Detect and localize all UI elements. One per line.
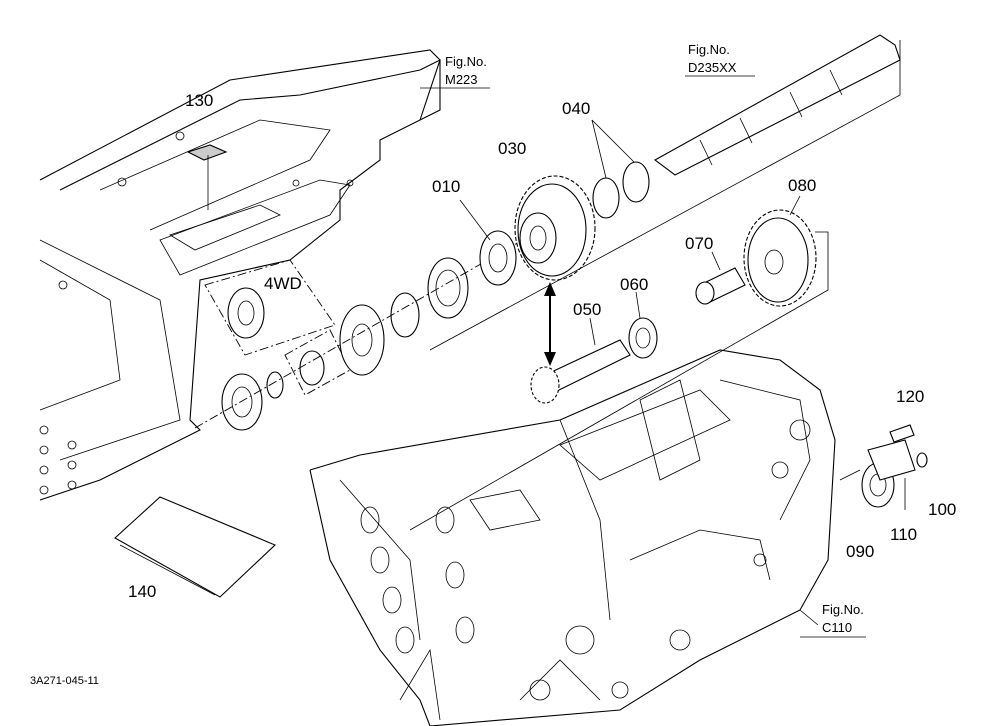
part-label-100: 100 [928, 500, 956, 519]
part-label-130: 130 [185, 91, 213, 110]
part-label-080: 080 [788, 176, 816, 195]
part-140-sheet [114, 496, 276, 598]
part-050-shaft [530, 317, 631, 404]
part-040-bearings [591, 119, 650, 219]
part-label-050: 050 [573, 300, 601, 319]
part-label-4wd: 4WD [264, 274, 302, 293]
part-080-gear [409, 195, 829, 531]
part-130-label-plate [186, 144, 228, 210]
transmission-case [309, 349, 836, 726]
part-label-090: 090 [846, 542, 874, 561]
part-010-bearing [459, 199, 517, 286]
part-label-070: 070 [685, 234, 713, 253]
part-label-060: 060 [620, 275, 648, 294]
fig-ref-d235-prefix: Fig.No. [688, 42, 730, 57]
part-label-140: 140 [128, 582, 156, 601]
fig-ref-c110-number: C110 [822, 620, 852, 635]
main-shaft [429, 34, 901, 351]
part-label-120: 120 [896, 387, 924, 406]
mesh-arrow [544, 282, 556, 366]
part-070-collar [695, 251, 746, 305]
part-label-030: 030 [498, 139, 526, 158]
drawing-code: 3A271-045-11 [30, 675, 99, 687]
fig-ref-c110-prefix: Fig.No. [822, 602, 864, 617]
part-030-gear [514, 175, 596, 281]
part-label-010: 010 [432, 177, 460, 196]
fig-ref-m223-prefix: Fig.No. [445, 54, 487, 69]
4wd-group [204, 259, 351, 396]
side-parts [839, 424, 928, 510]
fig-ref-m223-number: M223 [445, 72, 478, 87]
part-060-bearing [628, 291, 658, 359]
part-label-040: 040 [562, 99, 590, 118]
fig-ref-d235-number: D235XX [688, 60, 737, 75]
part-label-110: 110 [890, 525, 917, 544]
